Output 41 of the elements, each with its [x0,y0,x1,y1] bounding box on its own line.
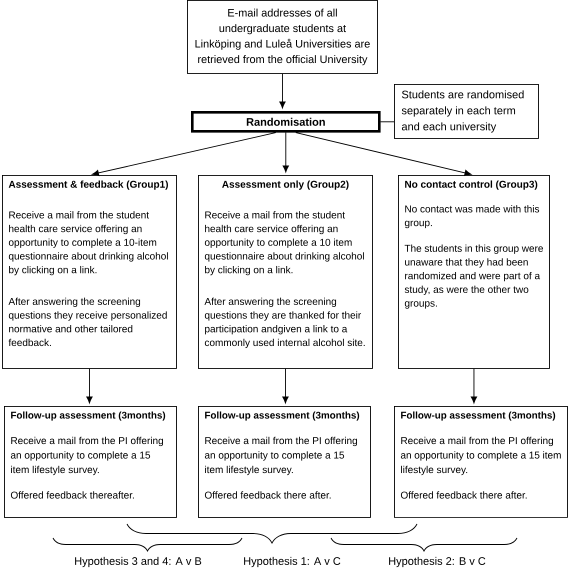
box-heading: No contact control (Group3) [405,180,538,190]
note-text: Students are randomised separately in each term and each university [402,90,524,133]
box-heading: Follow-up assessment (3months) [205,411,360,421]
process-box [191,111,381,133]
box-text: Offered feedback there after. [400,491,527,499]
group-box [2,175,177,369]
brace-label: Hypothesis 1: A v C [244,556,340,568]
process-box [187,0,378,74]
box-text: After answering the screening questions they receive personalized normative and other tailored feedback. [8,298,167,346]
box-text: E-mail addresses of all undergraduate students at Linköping and Luleå Universities are retrieved from the official University [195,8,370,66]
arrow [470,368,478,404]
box-text: Receive a mail from the PI offering an opportunity to complete a 15 item lifestyle survey. [10,436,164,476]
box-text: After answering the screening questions they are thanked for their participation andgiven a link to a commonly used internal alcohol site. [204,298,365,348]
box-text: Offered feedback there after. [204,491,331,499]
group-box [398,175,550,369]
arrow [279,73,286,108]
process-box [394,406,568,518]
box-title: Randomisation [246,118,325,126]
arrow [92,132,276,176]
arrow [282,132,289,172]
box-heading: Follow-up assessment (3months) [11,411,166,421]
connector-line [380,121,394,122]
box-text: Receive a mail from the PI offering an opportunity to complete a 15 item lifestyle survey. [400,436,561,476]
arrow [295,132,472,176]
box-heading: Follow-up assessment (3months) [401,411,556,421]
note-box [394,84,539,139]
box-heading: Assessment & feedback (Group1) [8,180,168,190]
brace-label: Hypothesis 2: B v C [389,556,486,568]
box-text: Receive a mail from the student health care service offering an opportunity to complete a 10-item questionnaire about drinking alcohol by clicking on a link. [8,211,168,276]
box-text: Receive a mail from the student health care service offering an opportunity to complete a 10 item questionnaire about drinking alcohol by clicking on a link. [204,211,364,276]
brace-label: Hypothesis 3 and 4: A v B [75,556,202,568]
box-text: No contact was made with this group. [404,205,540,228]
box-heading: Assessment only (Group2) [222,180,349,190]
process-box [198,406,371,518]
arrow [282,368,289,404]
arrow [86,368,93,404]
box-text: Receive a mail from the PI offering an opportunity to complete a 15 item lifestyle survey. [204,436,358,476]
box-text: The students in this group were unaware that they had been randomized and were part of a study, as were the other two groups. [404,244,543,309]
group-box [198,175,373,369]
box-text: Offered feedback thereafter. [10,491,134,499]
process-box [4,406,177,518]
